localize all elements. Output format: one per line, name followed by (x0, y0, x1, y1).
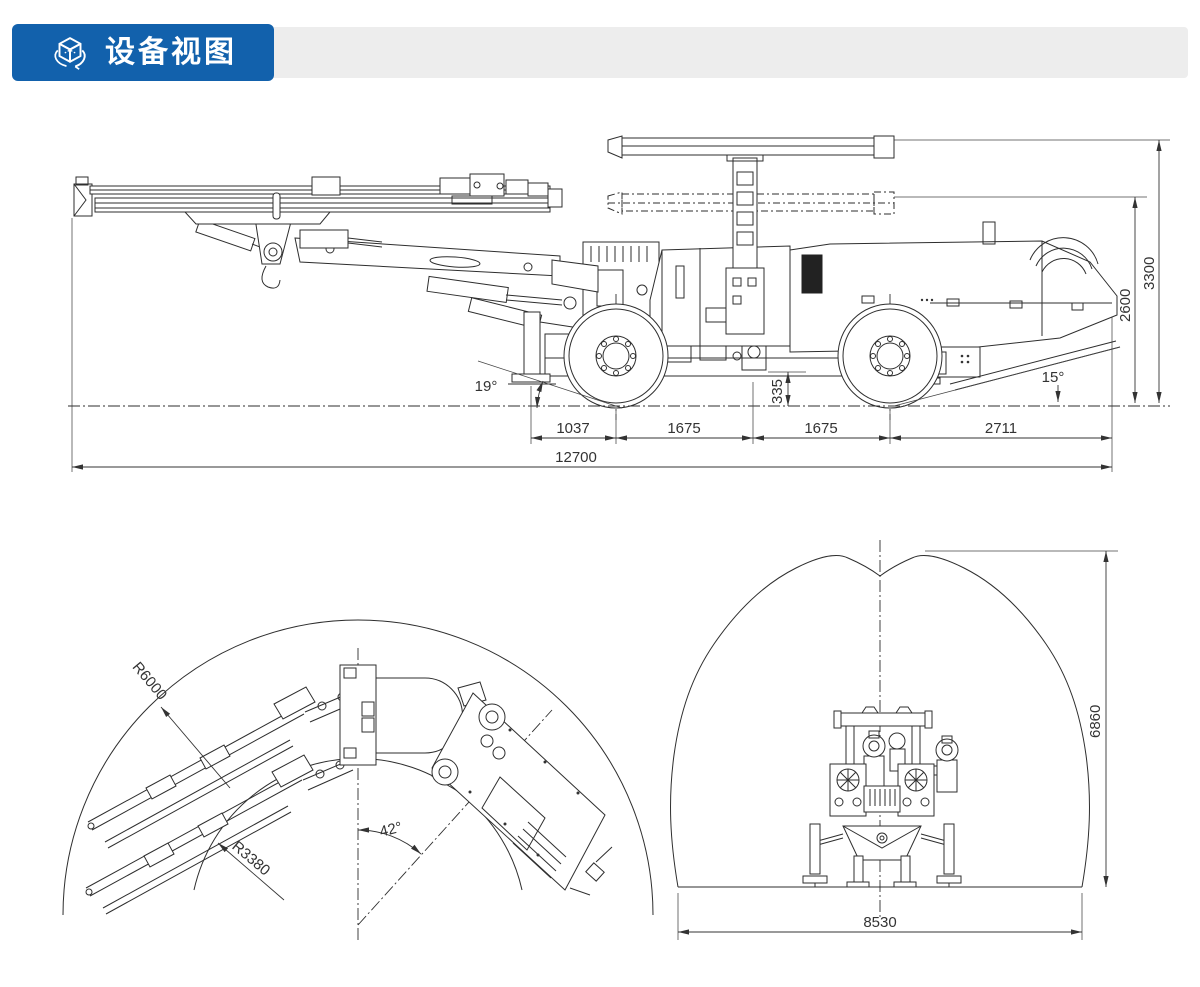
cross-section-drawing: 6860 8530 (670, 540, 1118, 940)
dim-ground-clearance: 335 (769, 379, 786, 404)
front-wheel (563, 294, 669, 420)
ground-clearance-dim: 335 (768, 371, 806, 406)
section-header-badge: 设备视图 (12, 24, 274, 81)
plan-view-drawing: 42° R6000 R3380 (62, 619, 654, 940)
machine-plan (85, 664, 613, 915)
dim-canopy-height: 2600 (1117, 289, 1134, 322)
approach-angle: 19° (475, 360, 623, 409)
dim-articulation-angle: 42° (378, 819, 404, 841)
dim-segment-2: 1675 (667, 420, 700, 437)
outer-radius-label: R6000 (129, 659, 231, 789)
dim-segment-4: 2711 (985, 420, 1017, 437)
length-dims: 1037 1675 1675 2711 12700 (72, 382, 1112, 470)
outer-turning-arc (62, 619, 654, 916)
articulation-angle: 42° (357, 819, 422, 855)
dim-outer-radius: R6000 (129, 659, 170, 704)
feed-rail (73, 173, 563, 225)
page-title: 设备视图 (105, 35, 237, 69)
dim-section-height: 6860 (1087, 705, 1104, 738)
rear-wheel (837, 294, 943, 420)
dim-inner-radius: R3380 (228, 838, 273, 879)
dim-segment-3: 1675 (804, 420, 837, 437)
section-width-dim: 8530 (677, 893, 1083, 940)
dim-approach-angle: 19° (475, 378, 498, 395)
section-height-dim: 6860 (925, 550, 1118, 887)
departure-angle: 15° (893, 346, 1121, 407)
machine-front-view (802, 706, 962, 888)
dim-overall-length: 12700 (555, 449, 597, 466)
height-dims: 2600 3300 (1117, 140, 1162, 403)
canopy (607, 135, 895, 335)
side-view-drawing: 19° 15° 335 2600 3300 (68, 135, 1170, 472)
cube-rotate-icon (54, 36, 86, 70)
dim-overall-height: 3300 (1141, 257, 1158, 290)
cab (649, 245, 791, 347)
dim-departure-angle: 15° (1042, 369, 1065, 386)
dim-section-width: 8530 (863, 914, 896, 931)
drill-boom (195, 217, 599, 331)
dim-segment-1: 1037 (556, 420, 589, 437)
